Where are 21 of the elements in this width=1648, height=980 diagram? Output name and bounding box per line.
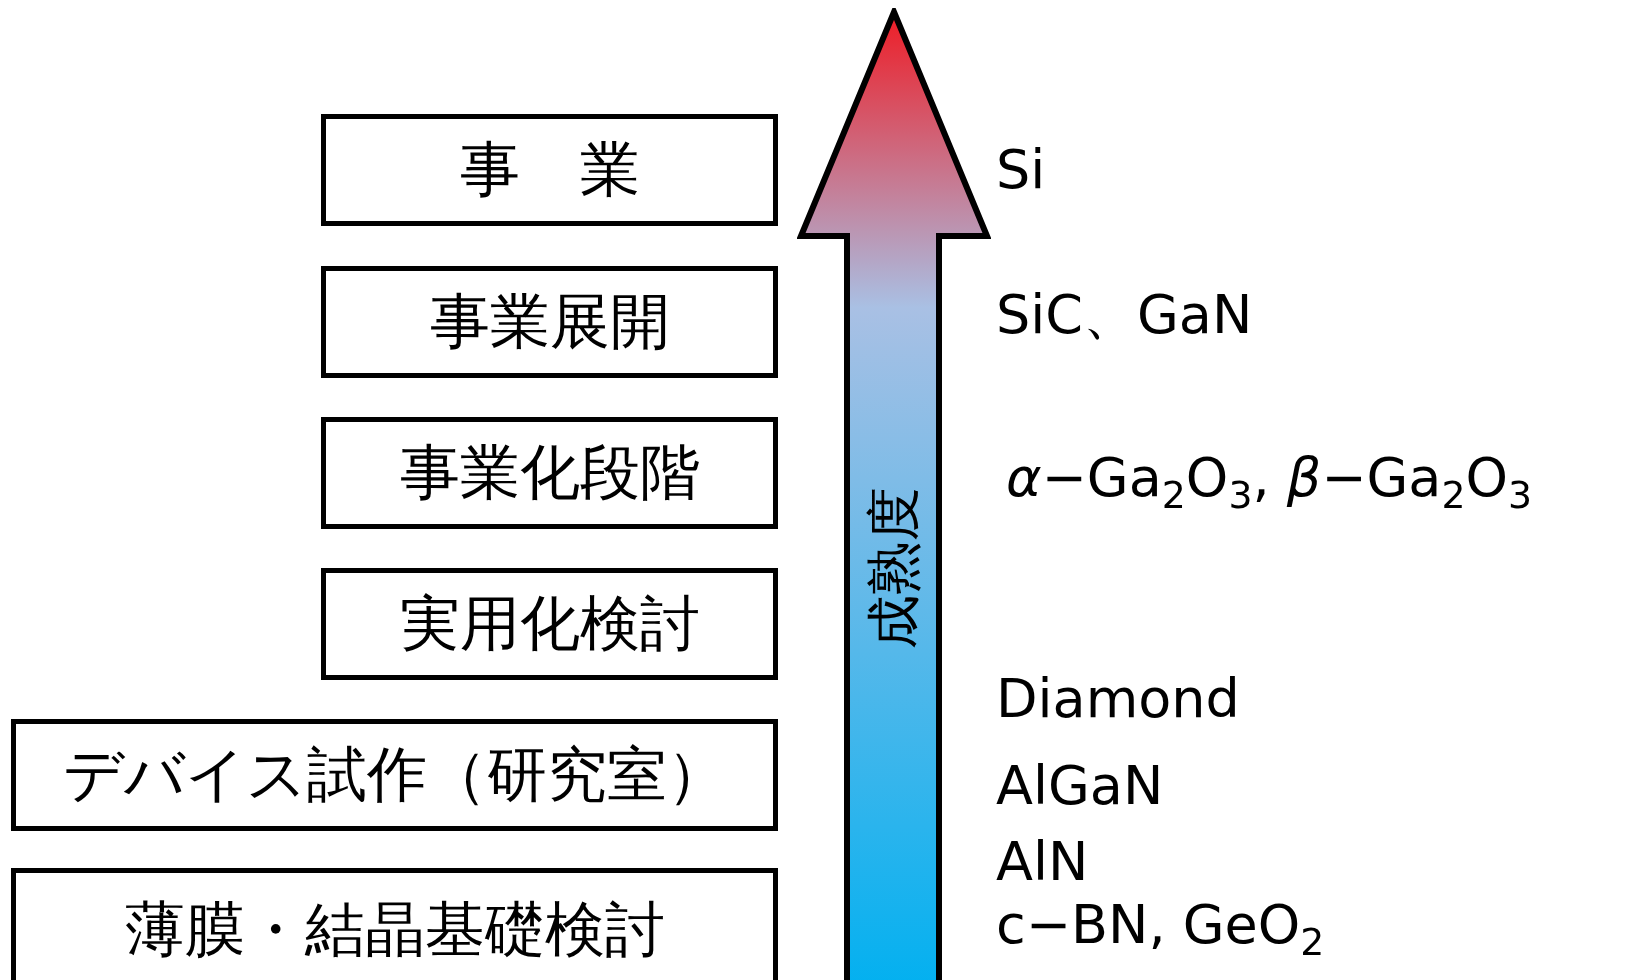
stage-box: [321, 568, 778, 680]
arrow-label: 成熟度: [860, 487, 926, 649]
stage-box: [321, 266, 778, 378]
material-label: Diamond: [996, 672, 1240, 726]
material-label: AlGaN: [996, 759, 1164, 813]
stage-label: 事業展開: [429, 284, 670, 358]
stage-label: 事 業: [459, 132, 640, 206]
material-label: c−BN, GeO$_{2}$: [996, 898, 1325, 962]
material-label: α−Ga$_{2}$O$_{3}$, β−Ga$_{2}$O$_{3}$: [1006, 451, 1533, 515]
stage-box: [11, 868, 778, 980]
stage-box: [11, 719, 778, 831]
material-label: Si: [996, 143, 1046, 197]
stage-label: 実用化検討: [399, 586, 700, 660]
stage-label: デバイス試作（研究室）: [62, 737, 727, 811]
maturity-arrow: [797, 8, 991, 980]
stage-label: 事業化段階: [399, 435, 700, 509]
material-label: AlN: [996, 835, 1089, 889]
material-label: SiC、GaN: [996, 288, 1253, 342]
stage-box: [321, 417, 778, 529]
stage-box: [321, 114, 778, 226]
stage-label: 薄膜・結晶基礎検討: [124, 892, 665, 966]
